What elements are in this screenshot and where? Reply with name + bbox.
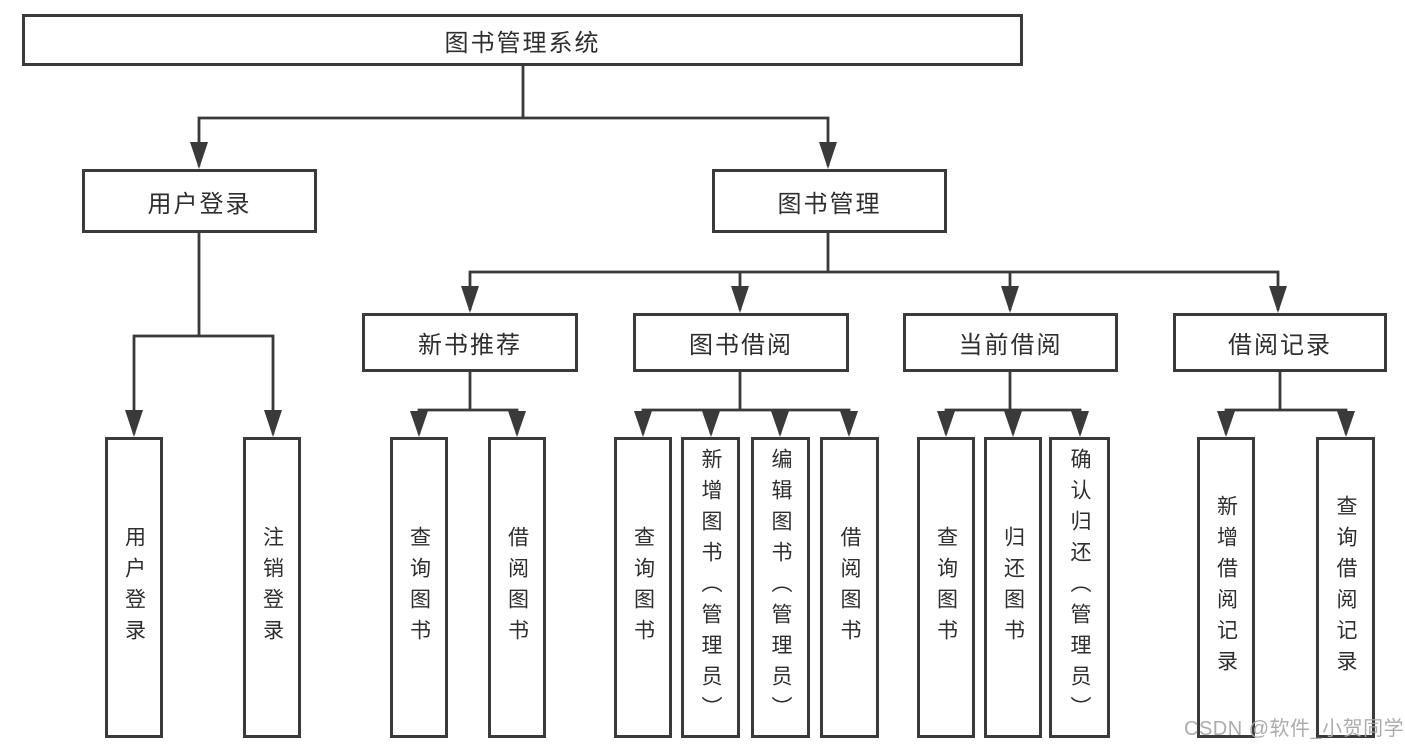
leaf-current-return-book: 归还图书 [984, 437, 1042, 738]
connector-root-to-level2 [197, 66, 830, 166]
arrowhead-icon [190, 142, 208, 169]
arrowhead-icon [819, 142, 837, 169]
leaf-borrowing-edit-book-admin-label: 编辑图书（管理员） [769, 448, 792, 727]
node-root-label: 图书管理系统 [444, 29, 601, 57]
arrowhead-icon [702, 411, 720, 437]
connector-book-management-to-level3 [468, 233, 1280, 310]
arrowhead-icon [410, 411, 428, 437]
leaf-current-query-book-label: 查询图书 [934, 525, 958, 650]
arrowhead-icon [1071, 411, 1089, 437]
node-book-borrowing: 图书借阅 [633, 313, 849, 372]
node-book-management: 图书管理 [712, 169, 947, 233]
leaf-borrowing-borrow-book-label: 借阅图书 [838, 525, 861, 650]
arrowhead-icon [634, 411, 652, 437]
leaf-current-confirm-return-admin-label: 确认归还（管理员） [1068, 448, 1091, 727]
leaf-borrowing-borrow-book: 借阅图书 [820, 437, 879, 738]
arrowhead-icon [731, 286, 749, 313]
watermark: CSDN @软件_小贺同学 [1184, 718, 1405, 740]
arrowhead-icon [840, 411, 858, 437]
leaf-logout-label: 注销登录 [260, 525, 284, 650]
leaf-newbook-borrow-book-label: 借阅图书 [505, 525, 529, 650]
arrowhead-icon [264, 410, 282, 437]
leaf-borrowing-query-book-label: 查询图书 [631, 525, 655, 650]
node-borrowing-records: 借阅记录 [1173, 313, 1387, 372]
leaf-logout: 注销登录 [243, 437, 301, 738]
node-new-book-recommend-label: 新书推荐 [418, 332, 522, 359]
leaf-newbook-query-book-label: 查询图书 [407, 525, 431, 650]
leaf-borrowing-add-book-admin-label: 新增图书（管理员） [699, 448, 722, 727]
leaf-newbook-query-book: 查询图书 [390, 437, 448, 738]
leaf-records-query-record: 查询借阅记录 [1316, 437, 1375, 738]
leaf-newbook-borrow-book: 借阅图书 [488, 437, 546, 738]
node-borrowing-records-label: 借阅记录 [1228, 332, 1332, 359]
leaf-borrowing-add-book-admin: 新增图书（管理员） [681, 437, 740, 738]
leaf-borrowing-query-book: 查询图书 [614, 437, 672, 738]
node-new-book-recommend: 新书推荐 [362, 313, 578, 372]
node-book-borrowing-label: 图书借阅 [689, 332, 793, 359]
arrowhead-icon [461, 286, 479, 313]
arrowhead-icon [1269, 286, 1287, 313]
leaf-user-login-label: 用户登录 [122, 525, 146, 650]
node-root: 图书管理系统 [22, 14, 1023, 66]
connector-book-borrowing-children [641, 372, 851, 434]
connector-user-login-children [132, 233, 275, 434]
arrowhead-icon [508, 411, 526, 437]
node-book-management-label: 图书管理 [777, 190, 882, 218]
node-user-login: 用户登录 [82, 169, 317, 233]
node-current-borrowing-label: 当前借阅 [958, 332, 1063, 359]
node-user-login-label: 用户登录 [147, 190, 252, 218]
leaf-records-add-record: 新增借阅记录 [1197, 437, 1255, 738]
leaf-current-return-book-label: 归还图书 [1001, 525, 1025, 650]
leaf-current-confirm-return-admin: 确认归还（管理员） [1049, 437, 1110, 738]
arrowhead-icon [937, 411, 955, 437]
leaf-user-login: 用户登录 [105, 437, 163, 738]
arrowhead-icon [1217, 411, 1235, 437]
leaf-records-query-record-label: 查询借阅记录 [1334, 494, 1357, 681]
arrowhead-icon [1004, 411, 1022, 437]
leaf-borrowing-edit-book-admin: 编辑图书（管理员） [751, 437, 810, 738]
leaf-current-query-book: 查询图书 [917, 437, 975, 738]
arrowhead-icon [125, 410, 143, 437]
arrowhead-icon [1337, 411, 1355, 437]
node-current-borrowing: 当前借阅 [903, 313, 1118, 372]
arrowhead-icon [771, 411, 789, 437]
connector-borrowing-records-children [1224, 372, 1348, 434]
arrowhead-icon [1001, 286, 1019, 313]
connector-new-book-children [417, 372, 519, 434]
leaf-records-add-record-label: 新增借阅记录 [1214, 494, 1238, 681]
